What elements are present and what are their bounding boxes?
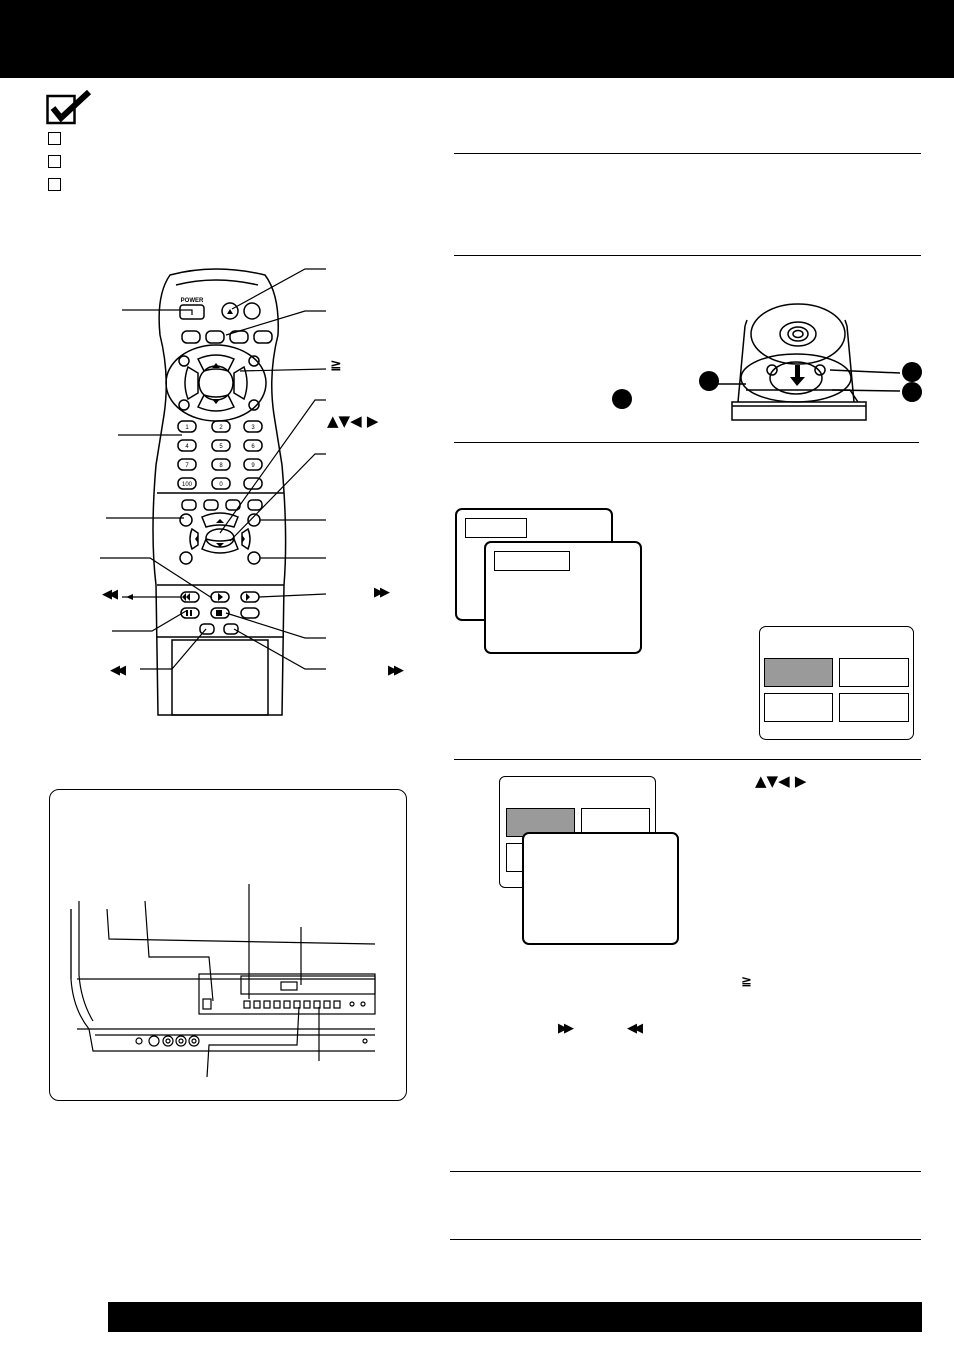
- front-panel-box: [49, 789, 407, 1101]
- section-rule-1: [454, 153, 921, 154]
- header-bar: [0, 0, 954, 78]
- ge-symbol: ≧: [330, 357, 342, 373]
- fast-forward-icon: ▶▶: [388, 663, 404, 678]
- disc-tray-illustration: [600, 290, 930, 430]
- section-rule-3: [454, 442, 919, 443]
- tv-front-panel-illustration: [49, 789, 407, 1101]
- fast-forward-icon: ▶▶: [558, 1021, 574, 1036]
- svg-text:0: 0: [219, 482, 223, 488]
- checklist-box-1[interactable]: [48, 132, 61, 145]
- setup-screen-front: [484, 541, 642, 654]
- arrow-keys-symbol: ▲▼◀ ▶: [755, 772, 807, 790]
- svg-text:7: 7: [185, 463, 189, 469]
- menu-cell-selected[interactable]: [764, 658, 833, 687]
- section-rule-6: [450, 1239, 921, 1240]
- section-rule-5: [450, 1171, 921, 1172]
- svg-text:9: 9: [251, 463, 255, 469]
- step4-sub-screen: [522, 832, 679, 945]
- checklist-box-2[interactable]: [48, 155, 61, 168]
- svg-text:1: 1: [185, 425, 189, 431]
- svg-text:8: 8: [219, 463, 223, 469]
- checklist-box-3[interactable]: [48, 178, 61, 191]
- footer-bar: [108, 1302, 922, 1332]
- svg-text:6: 6: [251, 444, 255, 450]
- rewind-icon: ◀◀: [102, 587, 118, 602]
- svg-text:3: 3: [251, 425, 255, 431]
- rewind-icon: ◀◀: [110, 663, 126, 678]
- arrow-keys-symbol: ▲▼◀ ▶: [327, 412, 379, 430]
- svg-text:5: 5: [219, 444, 223, 450]
- rewind-icon: ◀◀: [627, 1021, 643, 1036]
- svg-text:100: 100: [182, 482, 193, 488]
- menu-cell[interactable]: [839, 693, 909, 722]
- ge-symbol: ≧: [741, 974, 752, 989]
- menu-cell[interactable]: [839, 658, 909, 687]
- checkmark-icon: [46, 90, 92, 126]
- svg-text:2: 2: [219, 425, 223, 431]
- menu-grid-panel: [759, 626, 914, 740]
- section-rule-2: [454, 255, 921, 256]
- screen-title-box: [494, 551, 570, 571]
- remote-control: POWER 1 2 3 4 5 6 7 8 9 100 0: [0, 255, 420, 725]
- menu-cell[interactable]: [764, 693, 833, 722]
- screen-title-box: [465, 518, 527, 538]
- section-rule-4: [454, 759, 921, 760]
- svg-text:4: 4: [185, 444, 189, 450]
- svg-text:POWER: POWER: [181, 298, 204, 304]
- fast-forward-icon: ▶▶: [374, 585, 390, 600]
